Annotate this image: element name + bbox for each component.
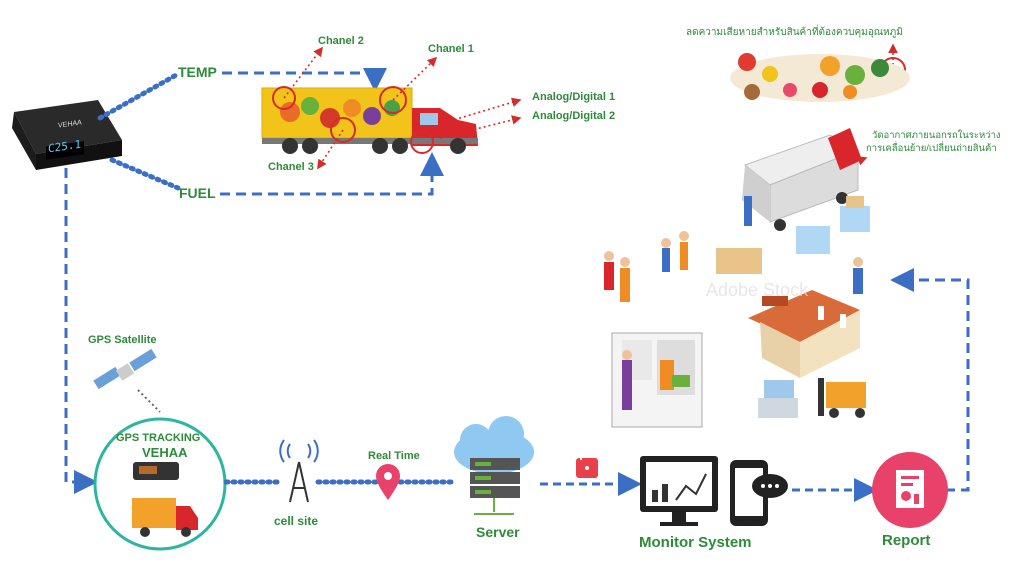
satellite-icon <box>93 348 157 390</box>
arrow-device-gps <box>64 168 98 494</box>
note-measure-line-2: การเคลื่อนย้าย/เปลี่ยนถ่ายสินค้า <box>866 143 997 154</box>
server-cloud-icon <box>454 416 534 515</box>
monitor-icon <box>640 456 718 526</box>
link-device-fuel <box>109 157 181 191</box>
sensor-ring-ch2 <box>272 86 296 110</box>
label-report: Report <box>882 532 931 549</box>
watermark: Adobe Stock <box>706 280 809 300</box>
label-cell-site: cell site <box>274 514 319 528</box>
link-device-temp <box>97 71 181 121</box>
label-real-time: Real Time <box>368 450 420 462</box>
label-analog-1: Analog/Digital 1 <box>532 91 616 103</box>
reefer-truck <box>261 87 478 154</box>
label-fuel: FUEL <box>179 185 216 201</box>
location-pin-icon <box>376 464 400 500</box>
label-monitor-system: Monitor System <box>639 534 752 551</box>
cell-tower-icon <box>279 439 319 503</box>
label-analog-2: Analog/Digital 2 <box>532 110 616 122</box>
label-vehaa: VEHAA <box>142 445 188 460</box>
lock-icon <box>576 449 598 478</box>
arrow-temp <box>222 68 387 92</box>
tracker-device-icon <box>133 462 179 480</box>
label-gps-tracking: GPS TRACKING <box>116 432 201 444</box>
note-measure-line-1: วัดอากาศภายนอกรถในระหว่าง <box>872 130 1001 141</box>
sensor-ring-ch1 <box>379 86 407 114</box>
vehaa-device <box>12 100 122 170</box>
report-icon <box>872 452 948 528</box>
arrow-fuel <box>220 152 444 196</box>
label-temp: TEMP <box>178 64 217 80</box>
sensor-ring-ch3 <box>330 117 356 143</box>
logistics-scene <box>604 128 870 428</box>
label-chanel-2: Chanel 2 <box>318 35 364 47</box>
phone-icon <box>730 460 788 526</box>
note-reduce-loss: ลดความเสียหายสำหรับสินค้าที่ต้องควบคุมอุ… <box>686 27 903 38</box>
label-chanel-3: Chanel 3 <box>268 161 314 173</box>
delivery-truck-icon <box>132 498 198 537</box>
food-illustration <box>730 53 910 102</box>
label-server: Server <box>476 524 520 540</box>
label-chanel-1: Chanel 1 <box>428 43 474 55</box>
sensor-ring-analog <box>410 130 434 154</box>
label-gps-satellite: GPS Satellite <box>88 334 157 346</box>
arrow-report-return <box>890 268 970 492</box>
